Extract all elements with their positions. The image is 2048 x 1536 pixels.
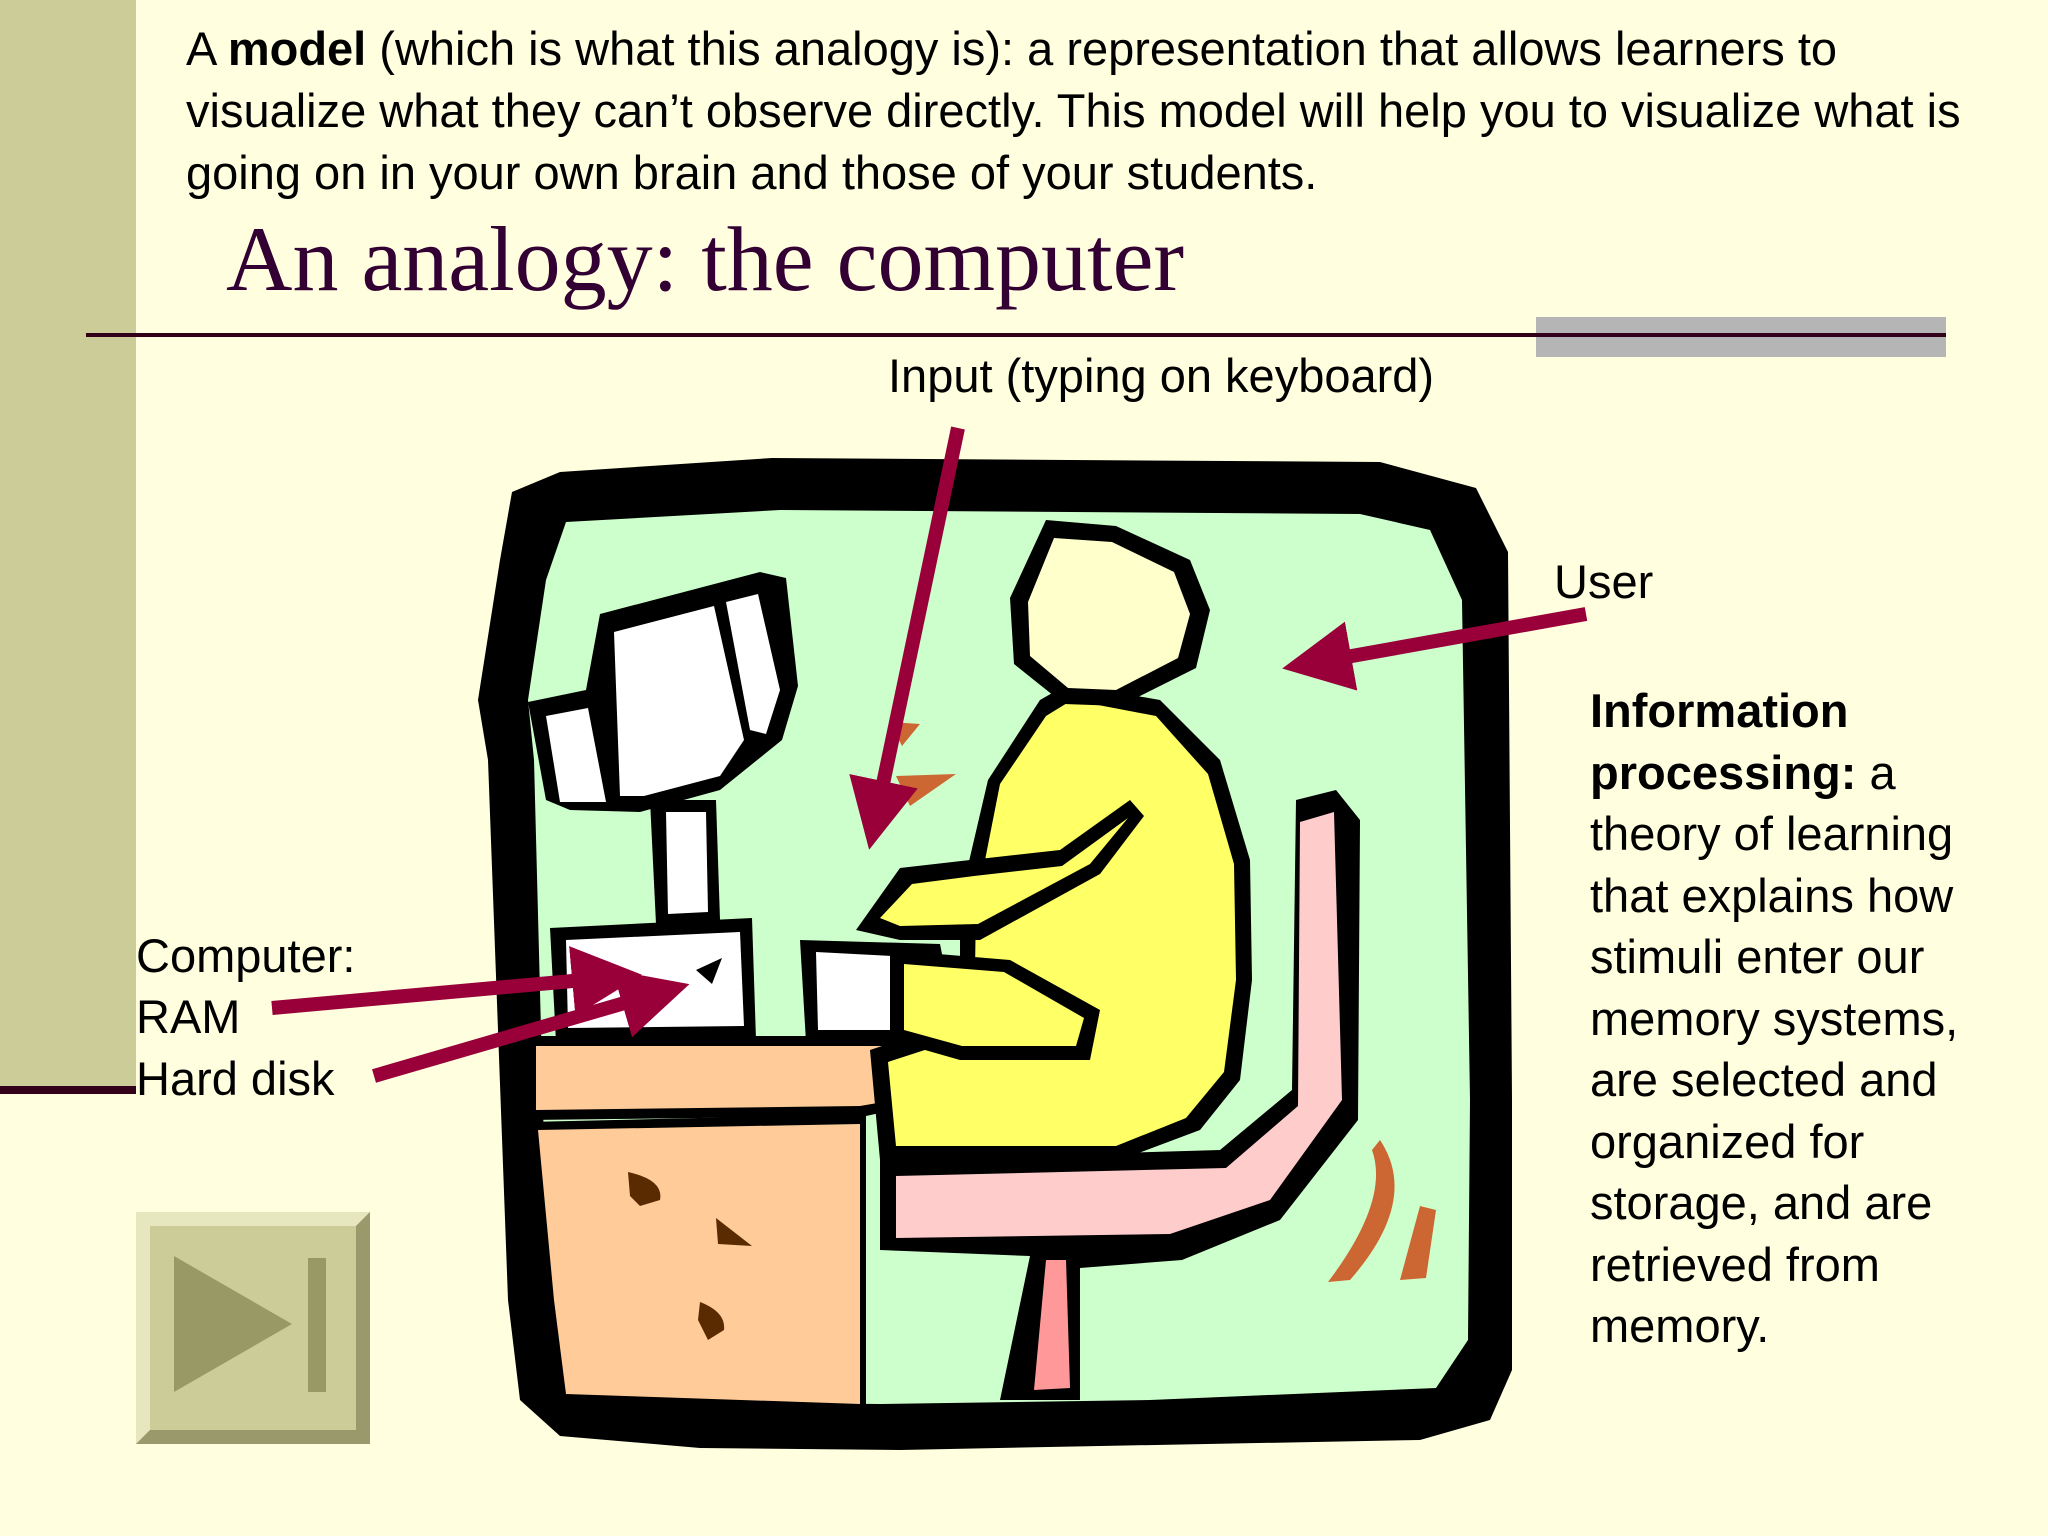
skip-to-end-icon (136, 1212, 370, 1444)
hard-disk-label: Hard disk (136, 1052, 335, 1105)
title-rule (86, 333, 1946, 337)
title-accent-bar (1536, 317, 1946, 357)
computer-label: Computer: (136, 929, 356, 982)
left-sidebar-rule (0, 1086, 136, 1094)
title-accent-rule (1536, 333, 1946, 337)
desk-top-fill (536, 1046, 964, 1110)
definition-text: Information processing: a theory of lear… (1590, 684, 1959, 1352)
definition-term: Information processing: (1590, 684, 1857, 799)
desk-front-fill (538, 1124, 860, 1404)
intro-term: model (227, 22, 367, 75)
next-slide-button[interactable] (136, 1212, 370, 1444)
chair (880, 790, 1360, 1400)
ram-label: RAM (136, 990, 241, 1043)
left-sidebar-band (0, 0, 136, 1086)
user-label: User (1554, 555, 1654, 608)
intro-text: A model (which is what this analogy is):… (186, 22, 1961, 199)
slide-title: An analogy: the computer (226, 208, 1185, 310)
input-label: Input (typing on keyboard) (888, 349, 1435, 402)
